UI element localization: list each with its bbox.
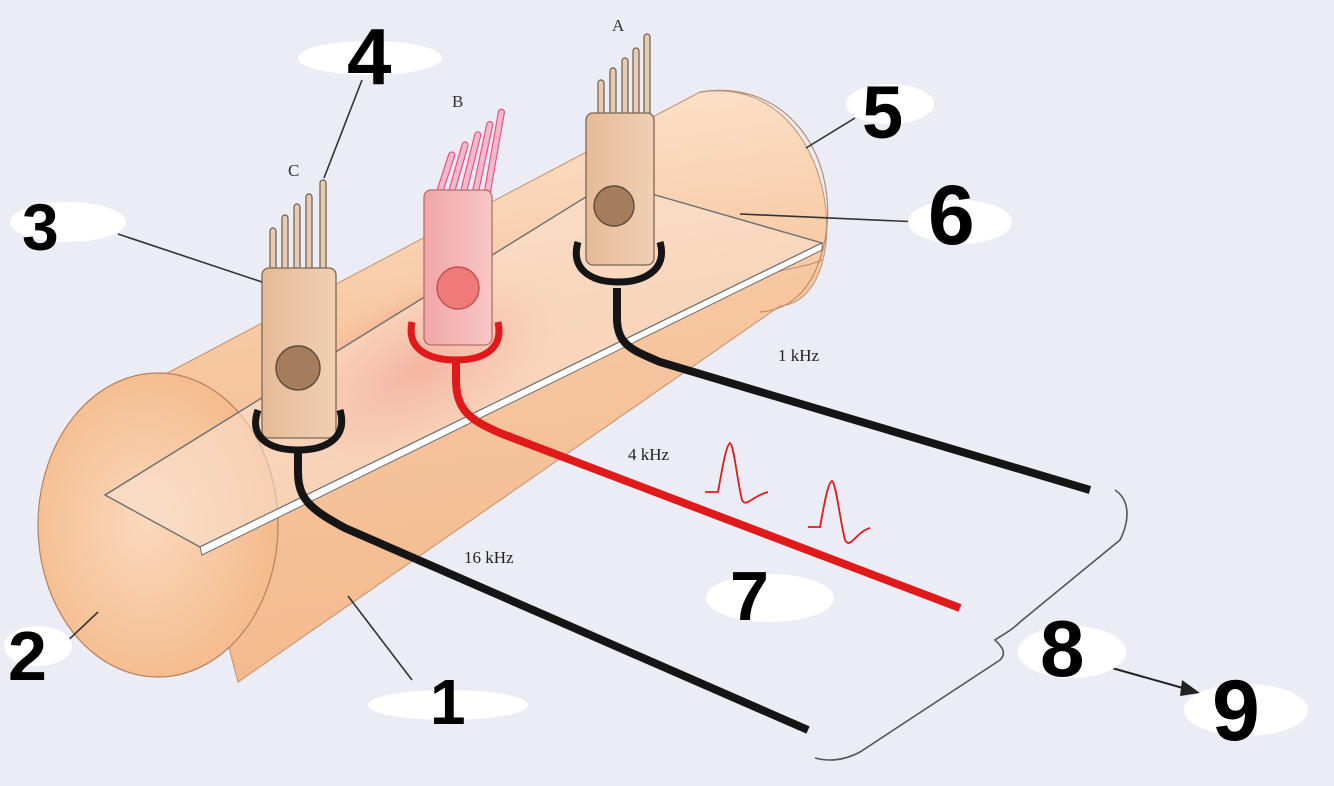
freq-label-4khz: 4 kHz xyxy=(628,445,670,464)
label-1: 1 xyxy=(430,666,466,738)
label-7: 7 xyxy=(730,557,769,635)
nucleus xyxy=(437,267,479,309)
label-5: 5 xyxy=(862,71,903,154)
freq-label-16khz: 16 kHz xyxy=(464,548,514,567)
label-4: 4 xyxy=(347,12,392,101)
nucleus xyxy=(594,186,634,226)
nucleus xyxy=(276,346,320,390)
label-8: 8 xyxy=(1040,604,1085,693)
freq-label-1khz: 1 kHz xyxy=(778,346,820,365)
label-2: 2 xyxy=(8,617,47,695)
label-9: 9 xyxy=(1212,663,1260,759)
cell-letter-b: B xyxy=(452,92,463,111)
label-6: 6 xyxy=(928,168,975,262)
cell-letter-a: A xyxy=(612,16,625,35)
cell-letter-c: C xyxy=(288,161,299,180)
label-3: 3 xyxy=(22,190,59,264)
